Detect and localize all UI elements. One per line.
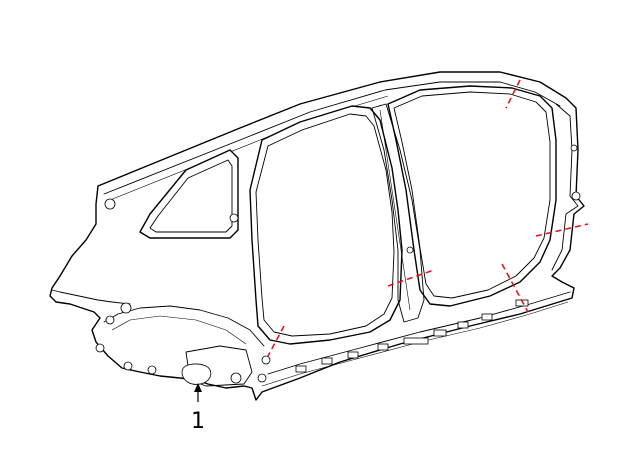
mounting-hole xyxy=(147,365,157,375)
rear-door-opening xyxy=(249,105,403,345)
mounting-hole xyxy=(104,198,116,210)
rocker-clip xyxy=(457,321,469,329)
rear-bracket-bulge xyxy=(181,363,212,385)
rocker-panel xyxy=(267,291,571,375)
bracket-hole xyxy=(230,372,242,384)
mounting-hole xyxy=(571,191,581,201)
b-pillar xyxy=(371,103,425,323)
cut-lines xyxy=(267,79,589,357)
cut-line-rocker-rear xyxy=(267,325,285,357)
mounting-hole xyxy=(95,343,105,353)
quarter-window-inner xyxy=(149,159,233,233)
cut-line-roof xyxy=(505,79,521,109)
mounting-holes xyxy=(95,144,581,375)
mounting-hole xyxy=(123,361,133,371)
front-door-opening xyxy=(387,85,557,307)
rear-wheel-arch xyxy=(103,305,265,347)
cut-line-a-pillar xyxy=(535,223,589,237)
rocker-clip xyxy=(433,329,447,337)
rear-door-opening-inner xyxy=(255,113,395,337)
mounting-hole xyxy=(570,144,578,152)
b-pillar-seam xyxy=(379,109,411,311)
bracket-hole xyxy=(257,373,267,383)
cut-line-rocker-front xyxy=(501,263,529,313)
rear-wheel-arch-inner xyxy=(111,315,247,345)
callout-label: 1 xyxy=(191,409,205,434)
callout-arrowhead xyxy=(194,383,202,392)
mounting-hole xyxy=(120,302,132,314)
quarter-window-opening xyxy=(139,149,239,239)
rocker-clip xyxy=(347,351,359,359)
rocker-clip xyxy=(295,365,307,373)
mounting-hole xyxy=(105,315,115,325)
rocker-clip xyxy=(321,357,333,365)
rocker-clips xyxy=(295,299,529,373)
roof-rail-line xyxy=(103,81,561,195)
a-pillar xyxy=(551,103,579,271)
mounting-hole xyxy=(261,355,271,365)
rocker-clip xyxy=(481,313,493,321)
rocker-clip xyxy=(377,343,389,351)
cut-line-b-pillar xyxy=(387,269,435,287)
rocker-clip xyxy=(403,337,429,345)
callout-1: 1 xyxy=(191,383,205,434)
mounting-hole xyxy=(406,246,414,254)
mounting-hole xyxy=(229,213,239,223)
rear-fascia-flange xyxy=(51,289,131,305)
